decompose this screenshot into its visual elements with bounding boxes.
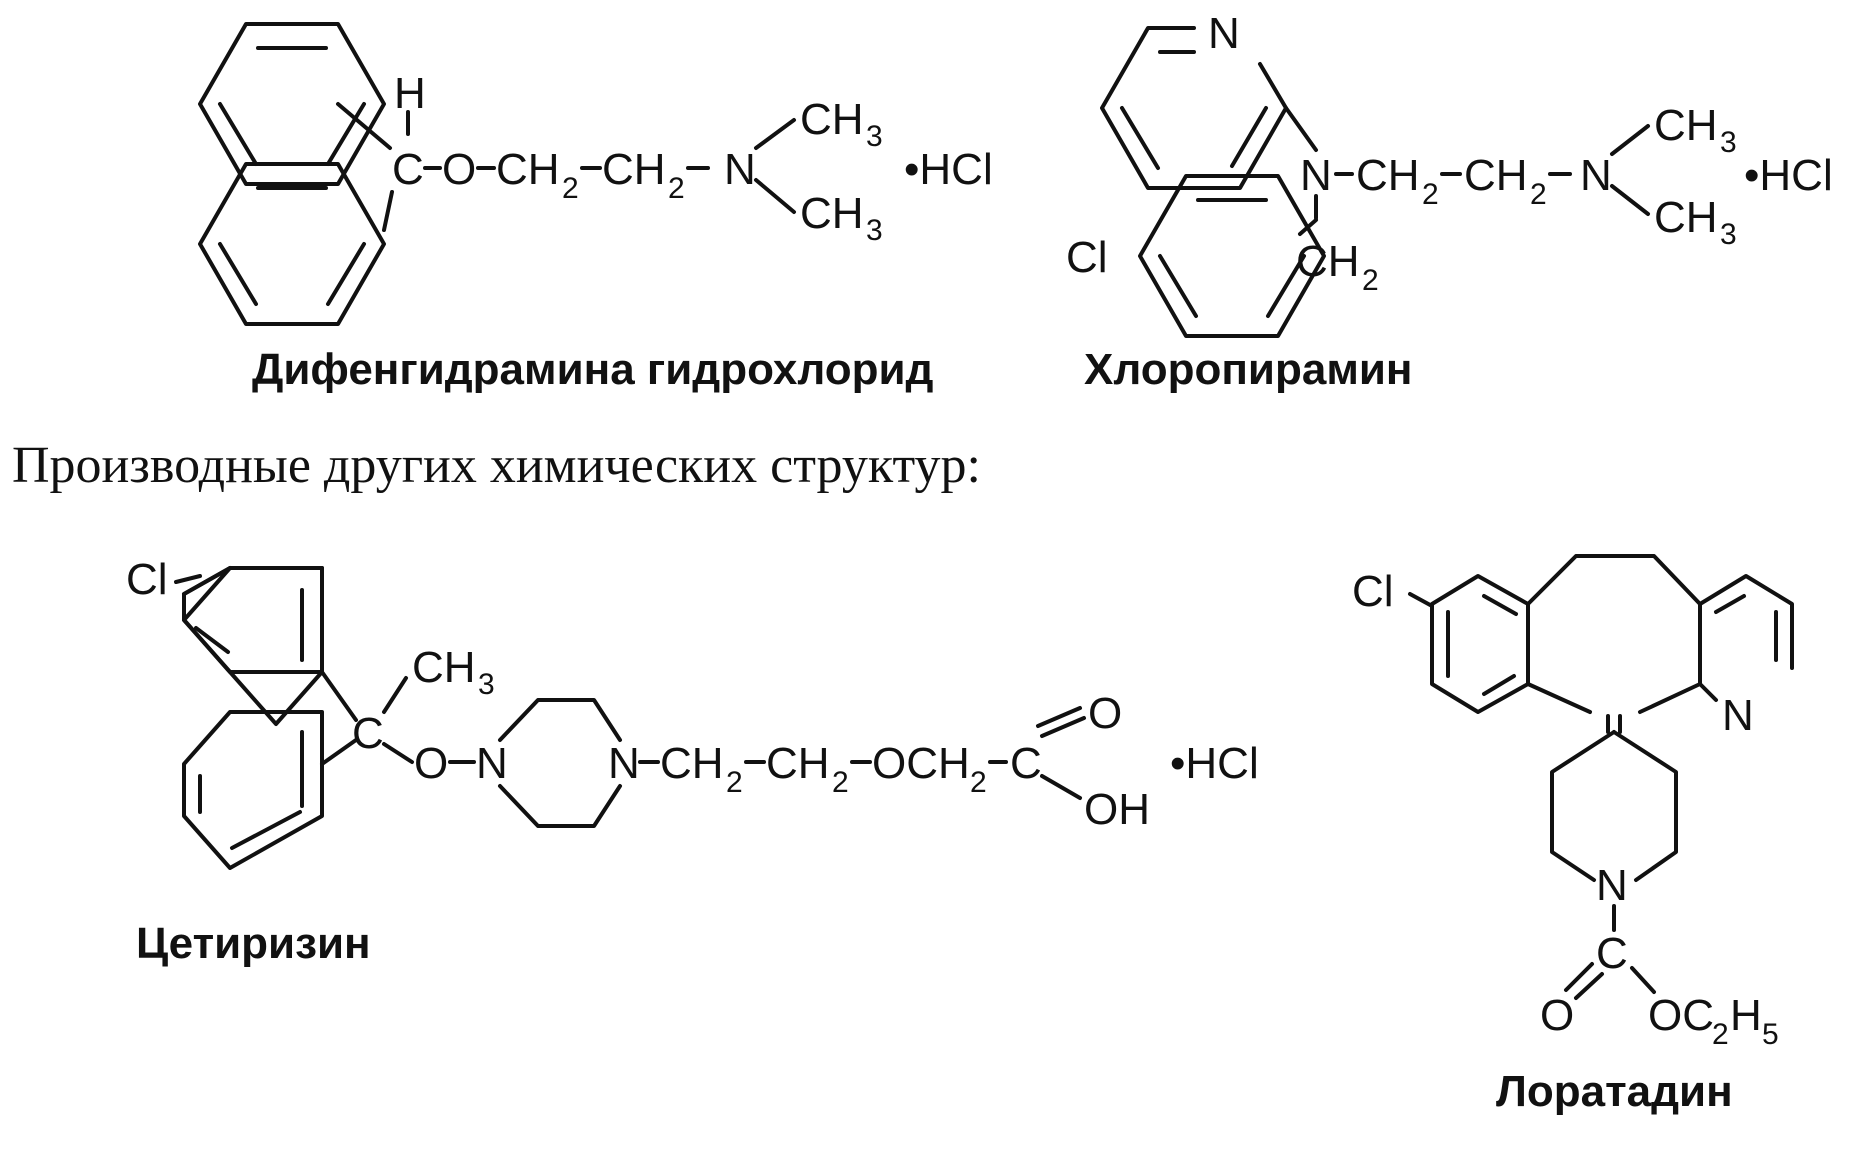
chloropyramine-structure: N Cl N CH 2 CH 2 CH 2 N CH 3 CH 3 •HCl: [1066, 9, 1833, 338]
benzene-ring-upper: [198, 22, 386, 186]
n-atom-terminal: N: [1580, 151, 1612, 200]
carbonyl-o-atom: O: [1540, 991, 1574, 1040]
carbamate-c-atom: C: [1596, 929, 1628, 978]
ch2-group-2: CH: [602, 145, 666, 194]
subscript-2: 2: [1362, 264, 1379, 297]
subscript-3: 3: [1720, 218, 1737, 251]
subscript-3: 3: [866, 214, 883, 247]
subscript-2: 2: [726, 766, 743, 799]
ch2-group-1: CH: [660, 739, 724, 788]
carbonyl-o-atom: O: [1088, 689, 1122, 738]
subscript-2: 2: [1530, 178, 1547, 211]
subscript-2: 2: [562, 172, 579, 205]
h-atom: H: [394, 69, 426, 118]
cl-atom: Cl: [126, 555, 168, 604]
piperazine-n-atom-2: N: [608, 739, 640, 788]
ch2-group-2: CH: [766, 739, 830, 788]
subscript-3: 3: [866, 120, 883, 153]
hydroxyl-group: OH: [1084, 785, 1150, 834]
subscript-3: 3: [1720, 126, 1737, 159]
hcl-salt: •HCl: [904, 145, 993, 194]
diphenhydramine-structure: H C O CH 2 CH 2 N CH 3 CH 3 •HCl: [198, 22, 993, 326]
cetirizine-caption: Цетиризин: [136, 919, 371, 968]
section-heading: Производные других химических структур:: [12, 437, 981, 494]
ch2-group-bridge: CH: [1296, 237, 1360, 286]
ch2-group-1: CH: [1356, 151, 1420, 200]
benzene-ring-lower: [198, 162, 386, 326]
ethoxy-h: H: [1730, 991, 1762, 1040]
piperidine-n-atom: N: [1596, 861, 1628, 910]
phenyl-ring: [182, 710, 324, 870]
c-atom: C: [392, 145, 424, 194]
chloropyramine-caption: Хлоропирамин: [1084, 345, 1413, 394]
hcl-salt: •HCl: [1170, 739, 1259, 788]
subscript-2: 2: [970, 766, 987, 799]
ch2-group-1: CH: [496, 145, 560, 194]
pyridine-n-atom: N: [1208, 9, 1240, 58]
och2-group: OCH: [872, 739, 970, 788]
subscript-2: 2: [832, 766, 849, 799]
loratadine-caption: Лоратадин: [1496, 1067, 1733, 1116]
chlorophenyl-ring: [182, 566, 324, 726]
pyridine-n-atom: N: [1722, 691, 1754, 740]
carboxyl-c-atom: C: [1010, 739, 1042, 788]
ch2-group-2: CH: [1464, 151, 1528, 200]
cl-atom: Cl: [1066, 233, 1108, 282]
o-atom: O: [414, 739, 448, 788]
piperidine-ring: [1550, 730, 1678, 882]
subscript-2: 2: [1422, 178, 1439, 211]
o-atom: O: [442, 145, 476, 194]
pyridine-ring: [1100, 26, 1288, 190]
cl-atom: Cl: [1352, 567, 1394, 616]
quaternary-c-atom: C: [352, 709, 384, 758]
ch3-group-lower: CH: [800, 189, 864, 238]
pyridine-ring: [1698, 574, 1794, 702]
piperazine-n-atom-1: N: [476, 739, 508, 788]
ch3-group-upper: CH: [1654, 101, 1718, 150]
loratadine-structure: Cl N N C O: [1352, 554, 1794, 1051]
subscript-2: 2: [668, 172, 685, 205]
n-atom: N: [1300, 151, 1332, 200]
subscript-5: 5: [1762, 1018, 1779, 1051]
diphenhydramine-caption: Дифенгидрамина гидрохлорид: [252, 345, 933, 394]
ch3-group-lower: CH: [1654, 193, 1718, 242]
subscript-3: 3: [478, 668, 495, 701]
benzo-ring: [1430, 574, 1530, 714]
chlorobenzene-ring: [1138, 174, 1326, 338]
ethano-bridge: [1526, 554, 1702, 606]
n-atom: N: [724, 145, 756, 194]
hcl-salt: •HCl: [1744, 151, 1833, 200]
ch3-group: CH: [412, 643, 476, 692]
piperazine-ring: [498, 698, 622, 828]
ethoxy-group: OC: [1648, 991, 1714, 1040]
cetirizine-structure: Cl C CH 3 O N N: [126, 555, 1259, 870]
subscript-2: 2: [1712, 1018, 1729, 1051]
ch3-group-upper: CH: [800, 95, 864, 144]
